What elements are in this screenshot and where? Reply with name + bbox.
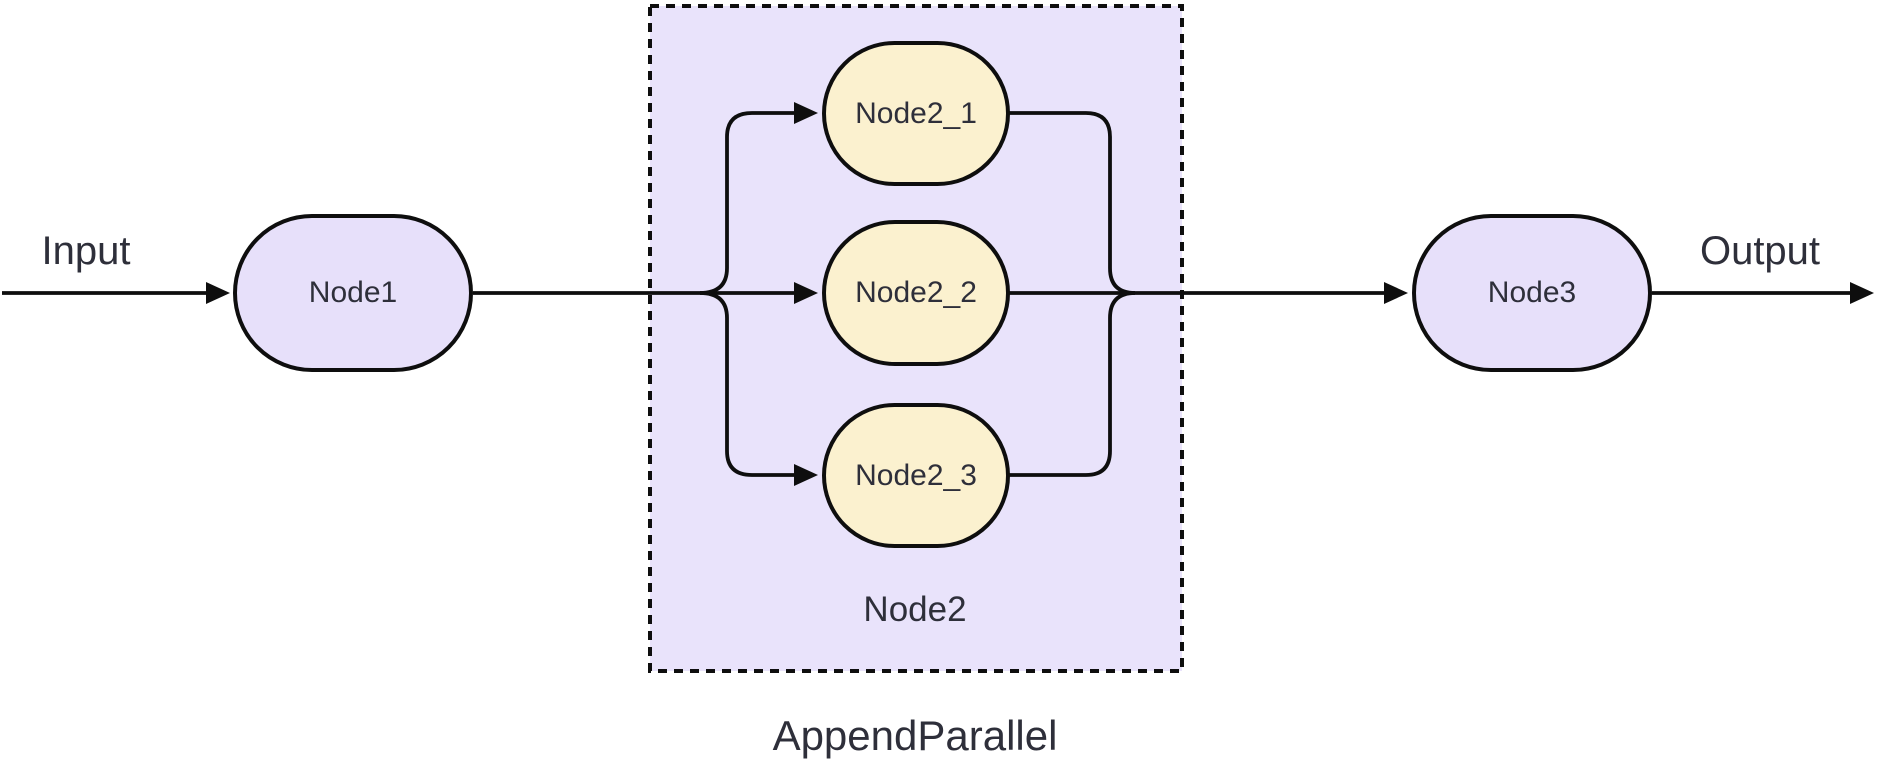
node-node1-label: Node1 bbox=[308, 276, 398, 309]
node-node2-3: Node2_3 bbox=[822, 403, 1010, 548]
node-node3-label: Node3 bbox=[1487, 276, 1577, 309]
edge-fork-to-branch3 bbox=[699, 291, 794, 477]
node-node2-1-label: Node2_1 bbox=[855, 96, 977, 130]
output-label: Output bbox=[1699, 229, 1821, 273]
node-node2-2: Node2_2 bbox=[822, 220, 1010, 366]
arrowhead-to-branch1 bbox=[794, 102, 818, 124]
node-node2-1: Node2_1 bbox=[822, 41, 1010, 186]
node-node1: Node1 bbox=[233, 214, 473, 372]
node-node2-2-label: Node2_2 bbox=[855, 276, 977, 309]
edge-fork-to-branch1 bbox=[699, 111, 794, 295]
arrowhead-to-node3 bbox=[1384, 282, 1408, 304]
arrowhead-to-branch2 bbox=[794, 282, 818, 304]
edge-branch3-merge bbox=[1008, 291, 1136, 477]
input-label: Input bbox=[41, 229, 131, 273]
arrowhead-input-to-node1 bbox=[206, 282, 230, 304]
node-node3: Node3 bbox=[1412, 214, 1652, 372]
parallel-group-label: Node2 bbox=[863, 590, 967, 629]
node-node2-3-label: Node2_3 bbox=[855, 458, 977, 492]
edge-branch1-merge bbox=[1008, 111, 1136, 295]
arrowhead-output bbox=[1850, 282, 1874, 304]
parallel-group-caption: AppendParallel bbox=[772, 712, 1058, 759]
arrowhead-to-branch3 bbox=[794, 464, 818, 486]
